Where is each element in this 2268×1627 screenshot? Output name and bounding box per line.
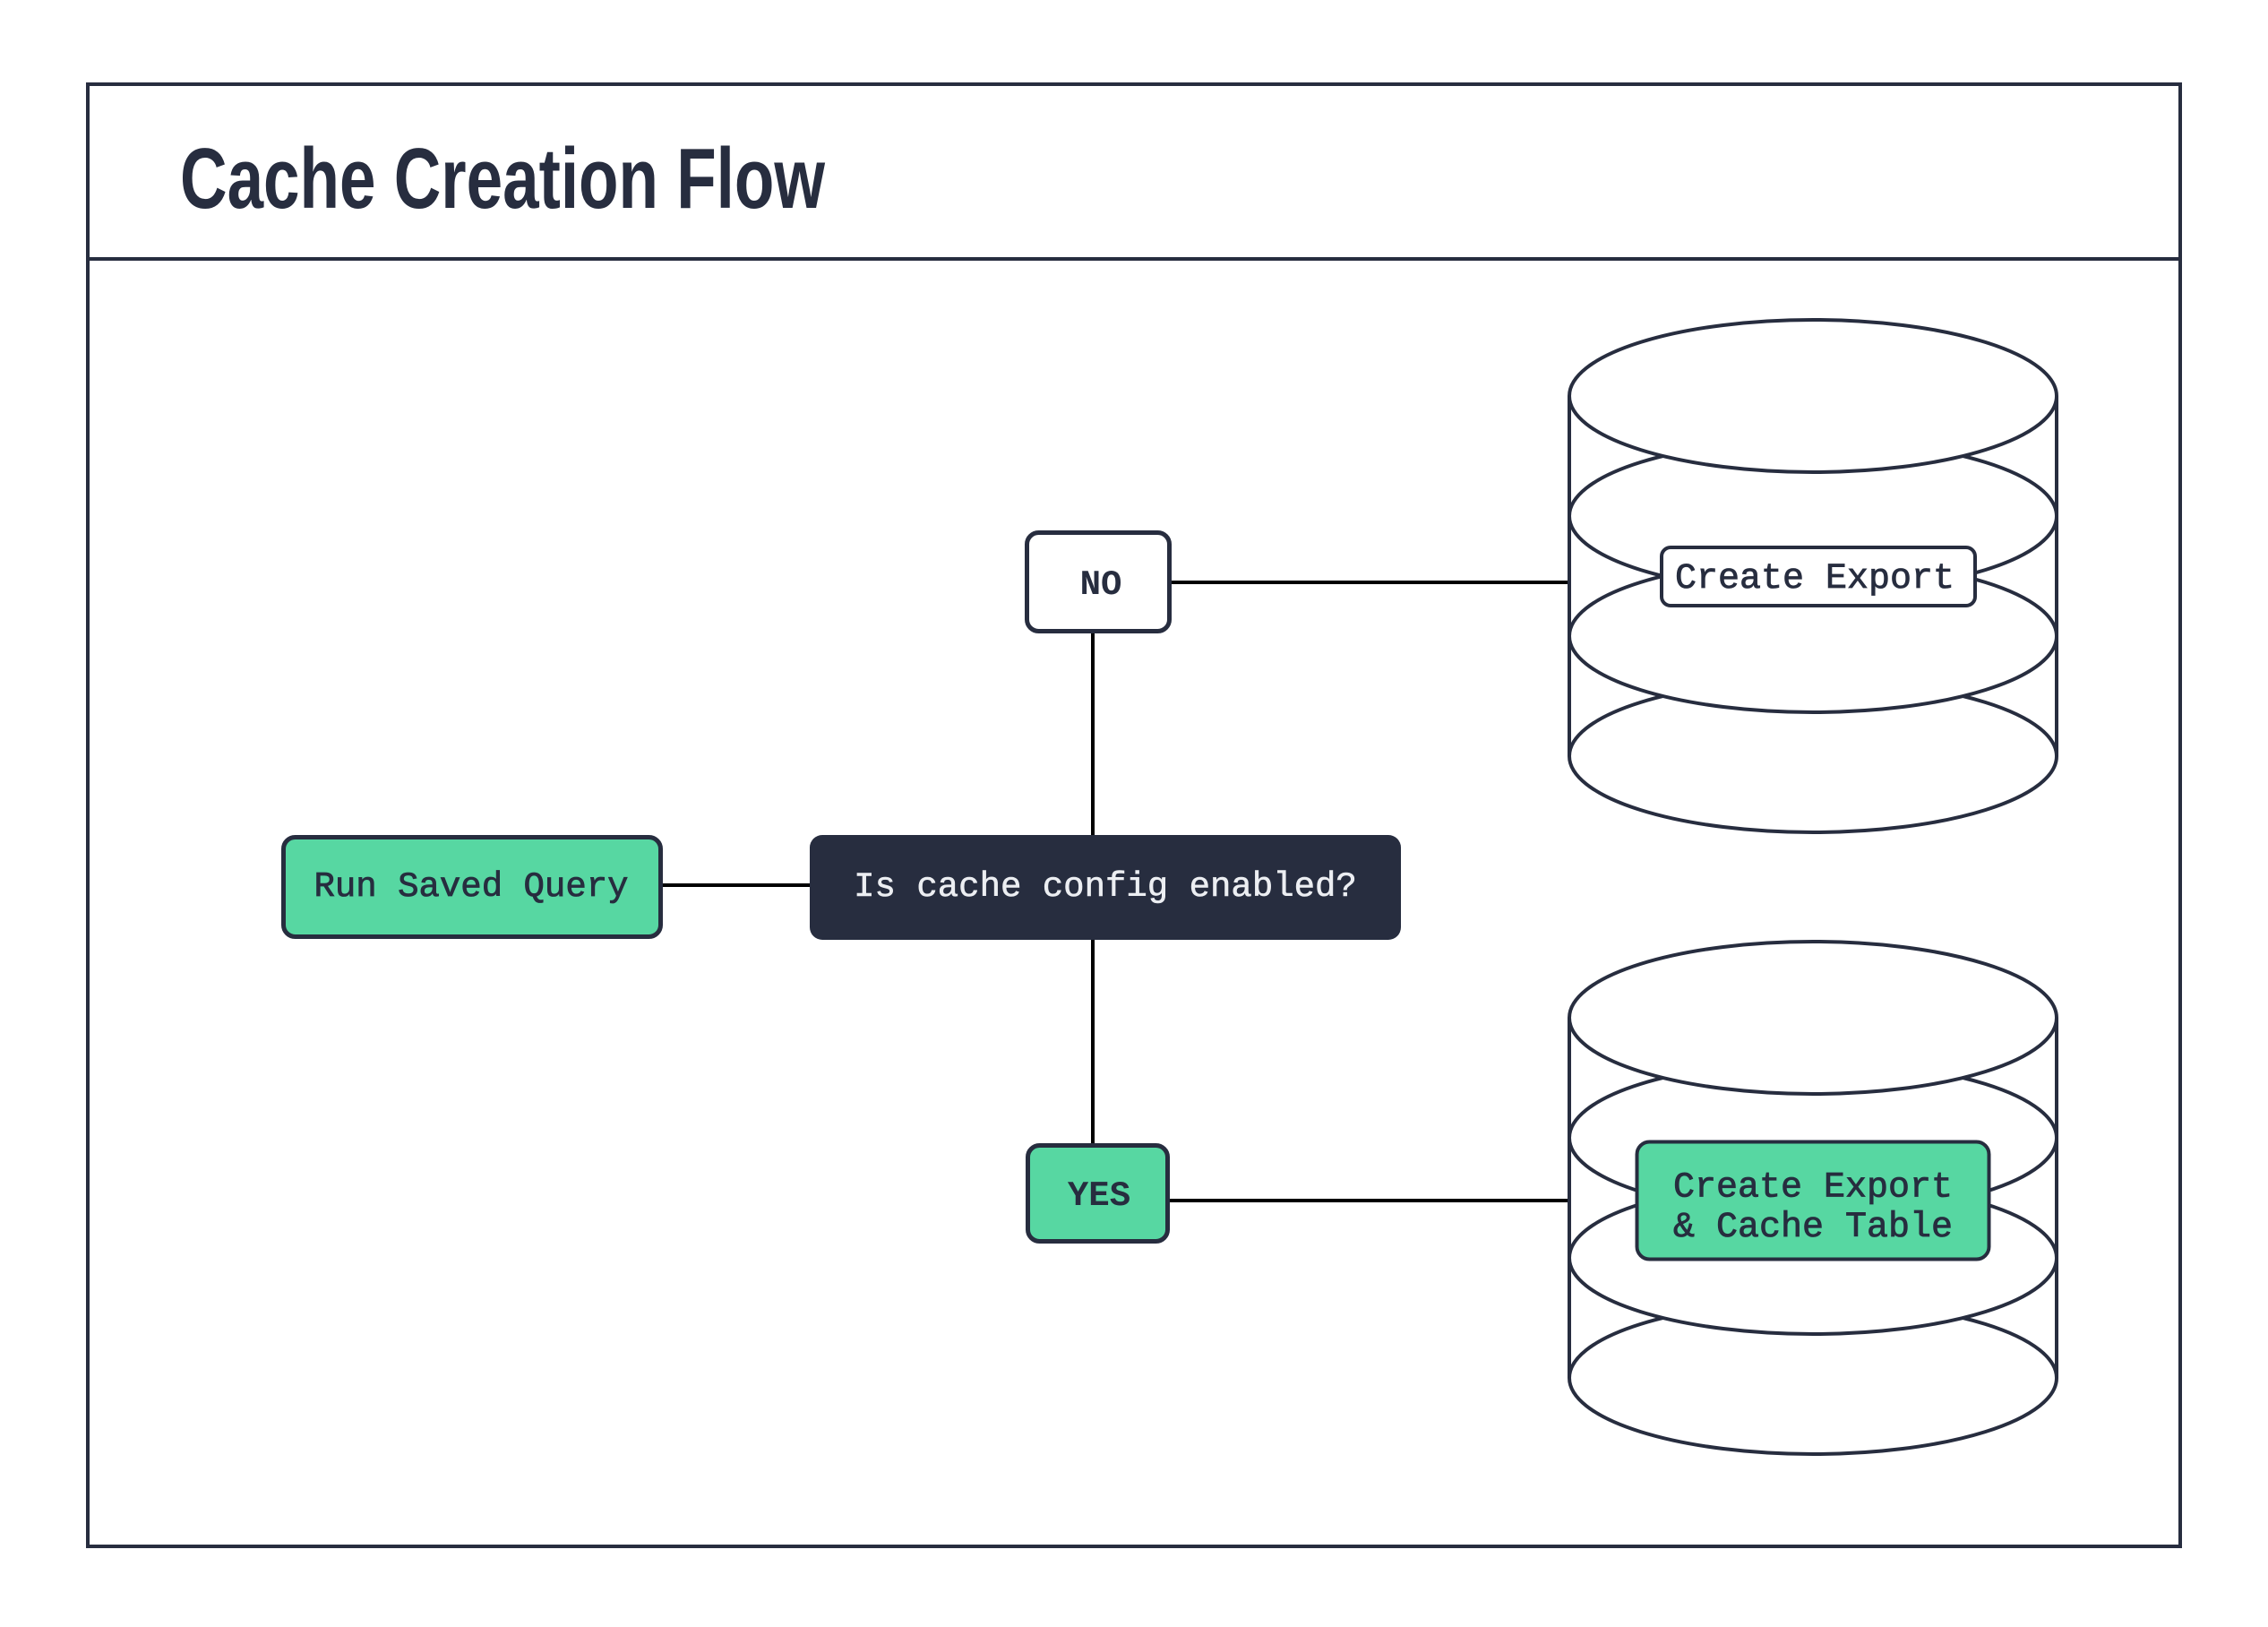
svg-text:Is cache config enabled?: Is cache config enabled? <box>854 867 1357 907</box>
svg-text:NO: NO <box>1080 565 1122 605</box>
svg-text:Cache Creation Flow: Cache Creation Flow <box>180 131 825 227</box>
svg-text:YES: YES <box>1068 1176 1130 1216</box>
svg-text:Create Export: Create Export <box>1673 1168 1953 1209</box>
svg-text:& Cache Table: & Cache Table <box>1673 1208 1953 1248</box>
svg-text:Run Saved Query: Run Saved Query <box>314 867 628 907</box>
svg-text:Create Export: Create Export <box>1675 559 1954 599</box>
